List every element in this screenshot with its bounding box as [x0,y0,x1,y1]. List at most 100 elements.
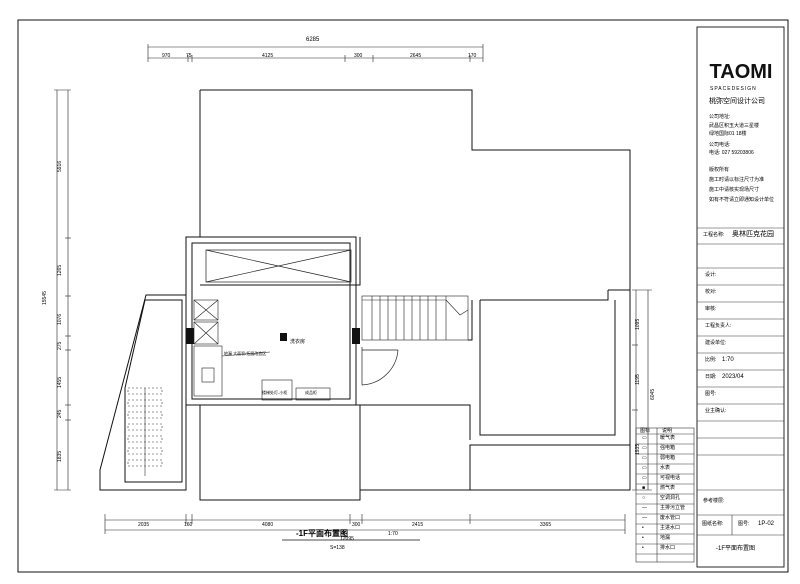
legend-symbol: ■ [642,485,646,491]
drawing-area: S=138 [330,545,345,551]
copyright-line: 施工时请以标注尺寸为准 [709,177,765,183]
company-logo: TAOMI [710,61,773,83]
room-label-closet: 洗衣房 [290,339,306,345]
door-swing [361,347,399,386]
dim-top-seg: 4125 [262,53,274,59]
title-field-value: 2023/04 [722,374,744,380]
legend-symbol: ▭ [642,435,647,441]
title-field-label: 审核: [705,306,717,312]
legend-label: 可视电话 [660,475,681,481]
top-dimensions [147,44,484,62]
legend-symbol: • [642,545,644,551]
title-field-label: 日期: [705,374,717,380]
bottom-dimensions [104,514,626,534]
legend-label: 排水口 [660,545,676,551]
title-field-label: 工程负责人: [705,323,732,329]
dim-bottom-seg: 2415 [412,522,424,528]
legend-table [635,427,695,563]
dim-bottom-seg: 4080 [262,522,274,528]
title-block-lines [697,227,784,536]
legend-symbol: • [642,535,644,541]
address-line: 绿地国际01 18楼 [709,131,747,137]
legend-symbol: • [642,525,644,531]
phone-number: 电话: 027 59203806 [709,150,754,156]
dim-right-seg: 1935 [635,443,641,455]
dim-top-seg: 970 [162,53,171,59]
legend-symbol: ▭ [642,465,647,471]
address-line: 武昌区积玉大道三星楼 [709,123,760,129]
company-name: 桃弥空间设计公司 [709,98,765,105]
title-field-label: 建设单位: [705,340,727,346]
sheet-border [17,19,789,573]
dim-bottom-overall: 12095 [340,536,354,542]
legend-label: 暖气表 [660,435,676,441]
legend-header-desc: 说明 [662,428,673,434]
dim-left-seg: 1455 [57,376,63,388]
column [186,328,194,344]
legend-symbol: ▭ [642,445,647,451]
project-name: 奥林匹克花园 [732,231,774,238]
title-field-label: 图号: [705,391,717,397]
dim-bottom-seg: 2035 [138,522,150,528]
laundry-fixtures [193,299,331,401]
wall-outline [99,89,631,501]
dim-left-seg: 5916 [57,160,63,172]
dim-left-seg: 1835 [57,450,63,462]
legend-label: 主排污立管 [660,505,686,511]
drawing-name: -1F平面布置图 [716,546,756,552]
room-note: 楼梯处灯-小柜 [262,390,288,395]
legend-symbol: ▭ [642,475,647,481]
staircase [361,295,469,341]
legend-label: 弱电箱 [660,455,676,461]
address-label: 公司地址: [709,114,731,120]
legend-symbol: ○ [642,495,646,501]
dim-top-seg: 75 [186,53,192,59]
dim-left-seg: 275 [57,341,63,350]
legend-label: 废水管口 [660,515,681,521]
title-field-label: 设计: [705,272,717,278]
legend-label: 强电箱 [660,445,676,451]
dim-top-seg: 2645 [410,53,422,59]
column [280,333,287,341]
legend-header-icon: 图标 [640,428,651,434]
dim-top-seg: 300 [354,53,363,59]
legend-symbol: ▭ [642,455,647,461]
dim-bottom-seg: 300 [352,522,361,528]
dim-right-seg: 1195 [635,374,641,385]
dim-bottom-seg: 160 [184,522,193,528]
room-note: 成品柜 [305,390,317,395]
legend-label: 水表 [660,465,671,471]
left-dimensions [54,89,71,491]
upper-void-box [205,249,352,283]
legend-label: 主进水口 [660,525,681,531]
room-note: 地漏 大面积/拓展改造区 [224,351,267,356]
drawing-title: -1F平面布置图 [296,529,348,538]
company-logo-sub: SPACEDESIGN [710,86,757,92]
legend-label: 空调洞孔 [660,495,681,501]
dim-left-seg: 1076 [57,313,63,325]
drawing-name-label: 图纸名称: [702,521,724,527]
dim-left-overall: 15545 [42,291,48,305]
dim-top-seg: 170 [468,53,477,59]
dim-bottom-seg: 3365 [540,522,552,528]
dim-right-seg: 1095 [635,318,641,330]
title-field-label: 业主确认: [705,408,727,414]
left-pattern-strip [127,387,163,476]
dim-left-seg: 1265 [57,264,63,276]
sheet-number: 1P-02 [758,521,775,527]
drawing-scale: 1:70 [388,531,398,537]
title-block-frame [696,26,785,568]
dim-right-overall: 6045 [650,388,656,400]
dim-top-overall: 6285 [306,37,320,43]
legend-symbol: — [642,515,647,521]
title-field-value: 1:70 [722,357,734,363]
project-label: 工程名称: [703,232,725,238]
sheet-label: 图号: [738,521,750,527]
copyright-line: 如有不符请立即通知设计单位 [709,197,775,203]
copyright-line: 施工中请核实现场尺寸 [709,187,760,193]
copyright-title: 版权所有 [709,167,730,173]
title-field-label: 校对: [705,289,717,295]
legend-label: 地漏 [660,535,671,541]
ref-floor-label: 参考楼层: [703,498,725,504]
